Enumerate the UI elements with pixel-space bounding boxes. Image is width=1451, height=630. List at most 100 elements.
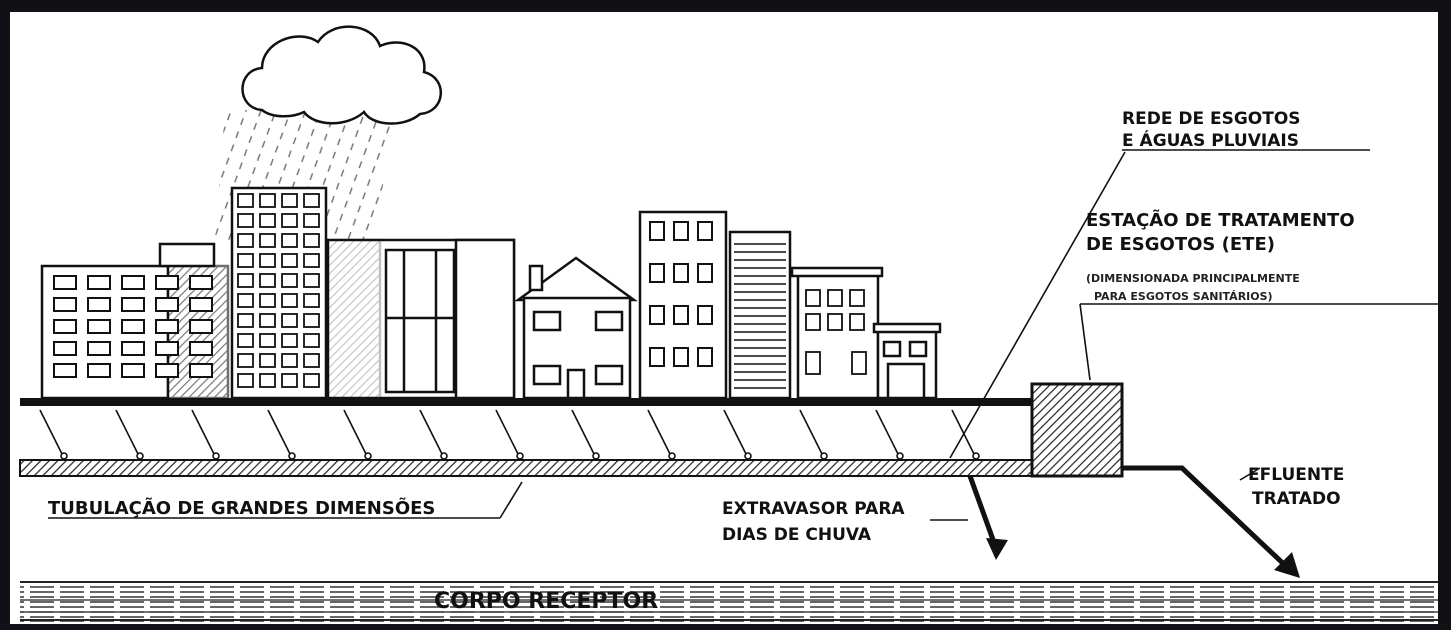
window (303, 213, 320, 228)
sewer-connector (875, 409, 899, 455)
window (281, 313, 298, 328)
label-ete-line2: DE ESGOTOS (ETE) (1086, 234, 1275, 255)
window (303, 193, 320, 208)
window (303, 233, 320, 248)
window (281, 293, 298, 308)
window (237, 233, 254, 248)
window (237, 293, 254, 308)
window (259, 213, 276, 228)
window (849, 289, 865, 307)
window (851, 351, 867, 375)
building-1 (40, 264, 230, 400)
window (805, 351, 821, 375)
window (53, 319, 77, 334)
label-effluent-line2: TRATADO (1252, 489, 1341, 509)
window (53, 275, 77, 290)
window (121, 297, 145, 312)
window (155, 341, 179, 356)
connector-joint (364, 452, 372, 460)
window (259, 253, 276, 268)
connector-joint (820, 452, 828, 460)
window (303, 373, 320, 388)
window (805, 313, 821, 331)
effluent-pipe (1122, 465, 1300, 578)
window (281, 253, 298, 268)
house (514, 256, 638, 400)
label-pipe: TUBULAÇÃO DE GRANDES DIMENSÕES (48, 496, 435, 519)
window (121, 363, 145, 378)
label-overflow-line1: EXTRAVASOR PARA (722, 499, 905, 519)
sewer-connector (267, 409, 291, 455)
window (259, 313, 276, 328)
window (259, 193, 276, 208)
window (303, 273, 320, 288)
building-3 (326, 238, 516, 400)
sewer-connector (799, 409, 823, 455)
window (189, 297, 213, 312)
window (281, 193, 298, 208)
window (53, 341, 77, 356)
window (649, 305, 665, 325)
building-5 (728, 230, 792, 400)
sewer-connector (419, 409, 443, 455)
window (189, 275, 213, 290)
window (281, 273, 298, 288)
sewer-connector (951, 409, 975, 455)
window (155, 297, 179, 312)
window (303, 313, 320, 328)
connector-joint (136, 452, 144, 460)
window (53, 363, 77, 378)
overflow-pipe (967, 475, 1008, 560)
window (87, 341, 111, 356)
connector-joint (592, 452, 600, 460)
window (237, 273, 254, 288)
window (281, 353, 298, 368)
label-receiving-body: CORPO RECEPTOR (434, 589, 658, 614)
building-2 (230, 186, 328, 400)
connector-joint (440, 452, 448, 460)
window (87, 319, 111, 334)
label-network-line2: E ÁGUAS PLUVIAIS (1122, 129, 1299, 151)
window (259, 373, 276, 388)
window (53, 297, 77, 312)
treatment-station (1030, 382, 1124, 478)
window (649, 221, 665, 241)
connector-joint (516, 452, 524, 460)
window (155, 363, 179, 378)
window (189, 319, 213, 334)
window (259, 353, 276, 368)
window (87, 275, 111, 290)
cloud-icon (241, 25, 442, 125)
label-network-line1: REDE DE ESGOTOS (1122, 109, 1301, 129)
window (121, 275, 145, 290)
window (673, 305, 689, 325)
window (281, 373, 298, 388)
sewer-connector (115, 409, 139, 455)
window (155, 319, 179, 334)
window (697, 263, 713, 283)
labels: REDE DE ESGOTOS E ÁGUAS PLUVIAIS ESTAÇÃO… (48, 109, 1355, 614)
connector-joint (972, 452, 980, 460)
city-buildings (40, 186, 942, 400)
window (259, 293, 276, 308)
sewer-connector (571, 409, 595, 455)
connector-joint (744, 452, 752, 460)
window (697, 221, 713, 241)
sewer-connector (343, 409, 367, 455)
window (121, 319, 145, 334)
connector-joint (212, 452, 220, 460)
window (281, 233, 298, 248)
window (237, 253, 254, 268)
window (827, 289, 843, 307)
label-ete-line1: ESTAÇÃO DE TRATAMENTO (1086, 208, 1355, 231)
window (121, 341, 145, 356)
label-ete-note2: PARA ESGOTOS SANITÁRIOS) (1094, 290, 1273, 303)
sewer-connector (647, 409, 671, 455)
connector-joint (896, 452, 904, 460)
window (87, 363, 111, 378)
building-6 (790, 266, 884, 400)
window (303, 253, 320, 268)
connector-joint (288, 452, 296, 460)
window (237, 193, 254, 208)
